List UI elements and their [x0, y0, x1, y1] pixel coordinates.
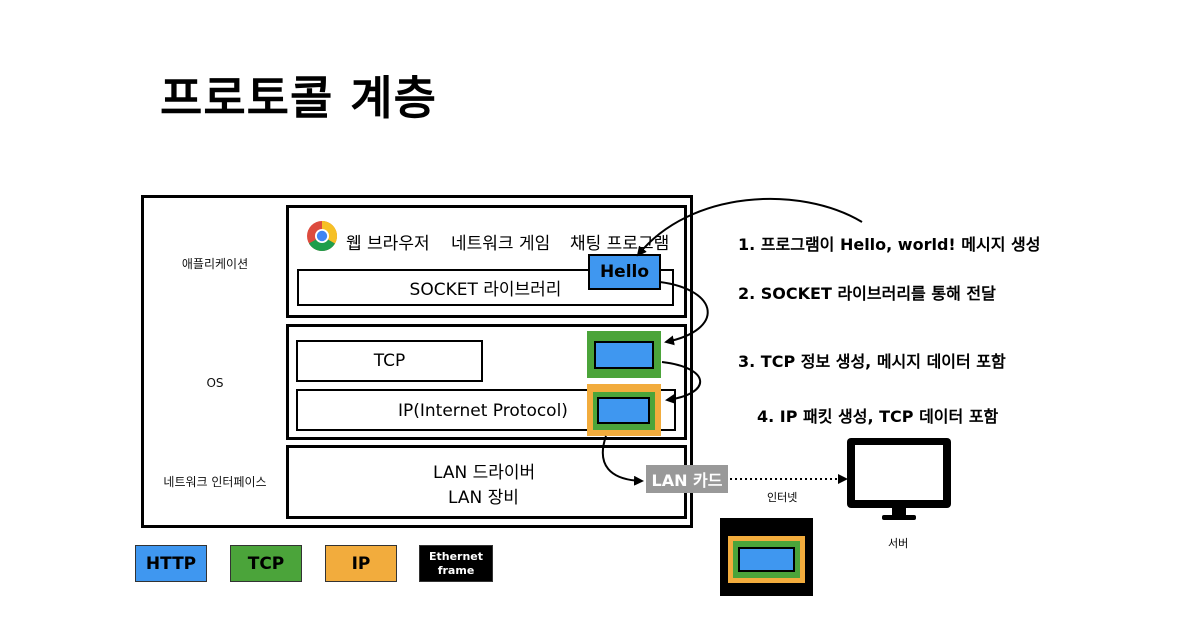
layer-label-network-interface: 네트워크 인터페이스	[163, 475, 267, 489]
app-network-game: 네트워크 게임	[451, 234, 551, 254]
step-2: 2. SOCKET 라이브러리를 통해 전달	[738, 284, 996, 303]
legend-ethernet-frame: Ethernet frame	[419, 545, 493, 582]
legend-http-label: HTTP	[145, 553, 197, 574]
legend-ip: IP	[325, 545, 397, 582]
lan-device-label: LAN 장비	[448, 488, 519, 508]
server-label: 서버	[888, 537, 909, 550]
lan-card-label: LAN 카드	[651, 471, 723, 490]
tcp-payload-message	[594, 341, 654, 369]
tcp-label: TCP	[373, 351, 406, 371]
ethernet-frame-tcp-segment	[733, 541, 800, 578]
page-title: 프로토콜 계층	[160, 71, 437, 125]
legend-http: HTTP	[135, 545, 207, 582]
legend-ethernet-label-1: Ethernet	[428, 549, 484, 563]
server-monitor-icon	[846, 436, 952, 522]
layer-label-application: 애플리케이션	[181, 257, 249, 271]
socket-library-label: SOCKET 라이브러리	[409, 280, 562, 300]
arrow-step1-to-hello	[636, 197, 863, 257]
tcp-segment-packet	[587, 331, 661, 378]
ethernet-frame-message	[738, 547, 795, 572]
arrow-tcp-to-ip	[661, 361, 702, 404]
chrome-icon	[306, 220, 338, 252]
hello-label: Hello	[599, 262, 650, 282]
step-1: 1. 프로그램이 Hello, world! 메시지 생성	[738, 235, 1041, 254]
app-web-browser: 웹 브라우저	[346, 234, 430, 254]
step-4: 4. IP 패킷 생성, TCP 데이터 포함	[757, 407, 999, 426]
lan-card: LAN 카드	[646, 465, 728, 493]
ip-packet-message	[597, 397, 650, 424]
ip-packet	[587, 384, 661, 436]
network-interface-layer-box	[286, 445, 687, 519]
legend-tcp: TCP	[230, 545, 302, 582]
legend-tcp-label: TCP	[247, 553, 285, 574]
step-3: 3. TCP 정보 생성, 메시지 데이터 포함	[738, 352, 1006, 371]
lan-driver-label: LAN 드라이버	[433, 463, 536, 483]
layer-label-os: OS	[206, 376, 224, 390]
internet-label: 인터넷	[767, 491, 798, 504]
hello-message-box: Hello	[588, 254, 661, 290]
tcp-box: TCP	[296, 340, 483, 382]
arrow-hello-to-tcp	[659, 281, 709, 346]
legend-ethernet-label-2: frame	[437, 563, 475, 577]
ethernet-frame-ip-packet	[728, 536, 805, 583]
ethernet-frame-packet	[720, 518, 813, 596]
arrow-ip-to-lancard	[601, 435, 644, 486]
ip-packet-tcp-segment	[593, 392, 655, 430]
legend-ip-label: IP	[351, 553, 371, 574]
ip-label: IP(Internet Protocol)	[398, 401, 568, 421]
